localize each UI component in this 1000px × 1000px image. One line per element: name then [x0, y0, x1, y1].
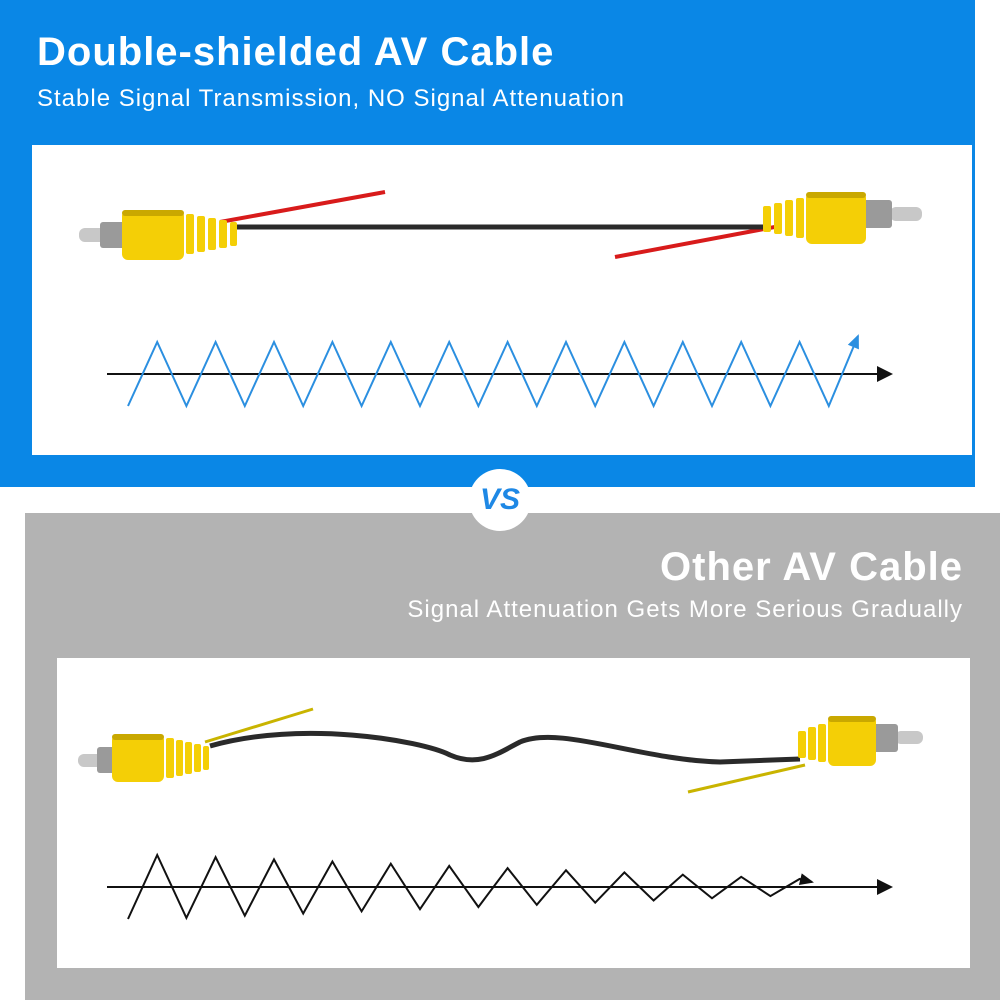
bottom-wave-arrowhead — [798, 873, 814, 886]
left-rca-plug — [79, 210, 237, 260]
attenuating-signal-wave-icon — [107, 852, 893, 921]
top-cable-icon — [79, 190, 922, 260]
top-wave-arrowhead — [847, 334, 859, 350]
top-axis-arrowhead — [877, 366, 893, 382]
bottom-signal-wave — [127, 852, 813, 921]
left-rca-plug — [78, 734, 209, 782]
bottom-axis-arrowhead — [877, 879, 893, 895]
bottom-cable-icon — [78, 707, 923, 794]
stable-signal-wave-icon — [107, 334, 893, 409]
bottom-title: Other AV Cable — [660, 545, 963, 589]
red-wire-left — [219, 190, 386, 224]
cable-main-wavy — [209, 730, 801, 765]
yellow-wire-left — [204, 707, 314, 744]
red-wire-right — [614, 224, 781, 259]
vs-badge: VS — [469, 469, 531, 531]
bottom-subtitle: Signal Attenuation Gets More Serious Gra… — [407, 596, 963, 623]
bottom-illustration-card — [57, 658, 970, 968]
yellow-wire-right — [687, 763, 806, 794]
top-subtitle: Stable Signal Transmission, NO Signal At… — [37, 85, 625, 112]
right-rca-plug — [798, 716, 923, 766]
top-title: Double-shielded AV Cable — [37, 30, 555, 74]
top-signal-wave — [127, 335, 859, 409]
right-rca-plug — [763, 192, 922, 244]
